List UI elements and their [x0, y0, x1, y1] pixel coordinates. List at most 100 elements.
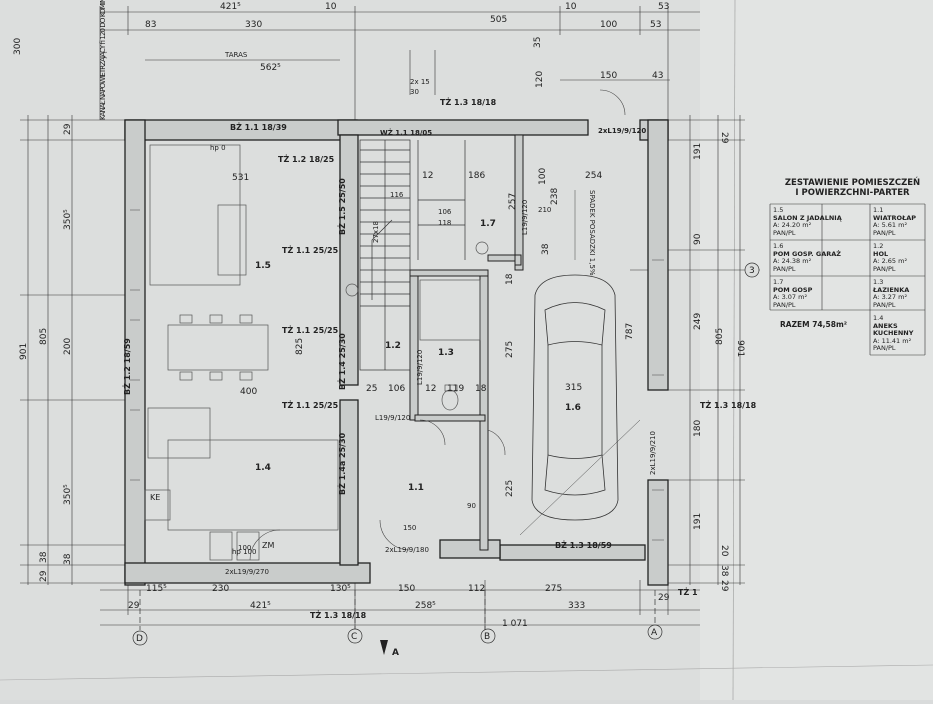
- right-dimension-values: 29 191 90 249 805 901 180 191 20 38 29: [693, 132, 745, 592]
- dim-119: 119: [447, 384, 464, 394]
- dim-254: 254: [585, 171, 602, 181]
- opening-h90: 90: [467, 502, 476, 510]
- dim-257: 257: [508, 193, 518, 210]
- garage-floor-slope: [519, 190, 641, 536]
- dim-118a: 116: [390, 191, 404, 199]
- axis-a-label: A: [651, 628, 658, 638]
- beam-tz11a: TŻ 1.1 25/25: [282, 245, 339, 255]
- schedule-cell-garaz: 1.6 POM GOSP. GARAŻ A: 24.38 m² PAN/PL: [773, 242, 841, 273]
- dim-left-805: 805: [39, 328, 49, 345]
- beam-labels: BŻ 1.1 18/39 BŻ 1.2 18/59 BŻ 1.3 18/59 B…: [122, 97, 757, 550]
- dim-120: 120: [535, 71, 545, 88]
- dim-right-20: 20: [719, 545, 729, 557]
- dim-150: 150: [600, 71, 617, 81]
- schedule-cell-aneks: 1.4 ANEKS KUCHENNY A: 11.41 m² PAN/PL: [873, 314, 933, 353]
- schedule-name: WIATROŁAP: [873, 213, 917, 222]
- tz1-label: TŻ 1: [678, 587, 698, 597]
- beam-bz13: BŻ 1.3 18/59: [555, 540, 612, 550]
- beam-tz13-top: TŻ 1.3 18/18: [440, 97, 497, 107]
- schedule-name: ANEKS KUCHENNY: [873, 321, 914, 337]
- dim-275-int: 275: [505, 341, 515, 358]
- axis-d-label: D: [136, 634, 143, 644]
- top-dimension-values: 421⁵ 10 505 10 53 83 330 100 53 TARAS 56…: [13, 2, 669, 96]
- dim-left-3505a: 350⁵: [63, 209, 73, 230]
- schedule-title-line1: ZESTAWIENIE POMIESZCZEŃ: [784, 178, 921, 188]
- note-spadek: SPADEK POSADZKI 1,5%: [588, 190, 596, 276]
- dim-bot-275: 275: [545, 584, 562, 594]
- dim-186: 186: [468, 171, 485, 181]
- dim-left-3505b: 350⁵: [63, 484, 73, 505]
- beam-tz13-right: TŻ 1.3 18/18: [700, 400, 757, 410]
- dim-18-int: 18: [505, 273, 515, 285]
- room-1-4: 1.4: [255, 463, 271, 473]
- dim-225: 225: [505, 480, 515, 497]
- note-ke: KE: [150, 493, 160, 502]
- schedule-title-line2: I POWIERZCHNI-PARTER: [795, 188, 910, 198]
- schedule-name: POM GOSP. GARAŻ: [773, 249, 841, 258]
- dim-bot-29b: 29: [658, 593, 670, 603]
- beam-bz14: BŻ 1.4 25/30: [337, 333, 347, 390]
- door-2xl-120: 2xL19/9/120: [598, 127, 646, 135]
- dim-bot-112: 112: [468, 584, 485, 594]
- schedule-cell-lazienka: 1.3 ŁAZIENKA A: 3.27 m² PAN/PL: [873, 278, 910, 309]
- dim-right-191a: 191: [693, 143, 703, 160]
- schedule-no: 1.3: [873, 278, 884, 286]
- dim-38-int: 38: [541, 243, 551, 255]
- dim-18b: 18: [475, 384, 487, 394]
- schedule-area: A: 2.65 m²: [873, 257, 908, 265]
- beam-tz12: TŻ 1.2 18/25: [278, 154, 335, 164]
- door-l19-120c: L19/9/120: [375, 414, 410, 422]
- schedule-floor: PAN/PL: [773, 264, 796, 273]
- axis-c-label: C: [351, 632, 357, 642]
- interior-walls: [409, 134, 524, 551]
- plan-notes: KANAŁ NAPOWIETRZAJĄCY fi 120 DO KOMINKA …: [99, 0, 596, 556]
- beam-wz11: WŻ 1.1 18/05: [380, 128, 432, 137]
- schedule-area: A: 3.27 m²: [873, 293, 908, 301]
- dim-right-191b: 191: [693, 513, 703, 530]
- schedule-cell-pom-gosp: 1.7 POM GOSP A: 3.07 m² PAN/PL: [773, 278, 812, 309]
- dim-bot-1305: 130⁵: [330, 584, 351, 594]
- dim-118b: 118: [438, 219, 451, 227]
- opening-h100: 100: [238, 544, 251, 552]
- dim-left-200: 200: [63, 338, 73, 355]
- dim-bot-230: 230: [212, 584, 229, 594]
- dim-right-901: 901: [735, 340, 745, 357]
- dim-left-38b: 38: [63, 553, 73, 565]
- dim-300: 300: [13, 38, 23, 55]
- dim-bot-4215: 421⁵: [250, 601, 271, 611]
- dim-238: 238: [550, 188, 560, 205]
- door-swings: [249, 89, 626, 561]
- furniture: [144, 144, 489, 561]
- schedule-total: RAZEM 74,58m²: [780, 320, 848, 329]
- note-hp0: hp 0: [210, 144, 226, 152]
- dim-2x15: 2x 15: [410, 78, 430, 86]
- schedule-floor: PAN/PL: [773, 300, 796, 309]
- dim-315: 315: [565, 383, 582, 393]
- taras-label: TARAS: [224, 51, 248, 59]
- staircase: [359, 139, 466, 371]
- room-schedule: ZESTAWIENIE POMIESZCZEŃ I POWIERZCHNI-PA…: [760, 170, 933, 370]
- grid-axes: [132, 262, 760, 646]
- dim-left-901: 901: [19, 343, 29, 360]
- dim-5625: 562⁵: [260, 63, 281, 73]
- dim-top-100: 100: [600, 20, 617, 30]
- schedule-name: ŁAZIENKA: [873, 285, 910, 294]
- top-dimension-lines: [99, 6, 700, 120]
- dim-bot-150: 150: [398, 584, 415, 594]
- left-dimension-values: 29 350⁵ 901 805 200 350⁵ 38 29 38: [19, 123, 73, 582]
- schedule-area: A: 3.07 m²: [773, 293, 808, 301]
- dim-825: 825: [295, 338, 305, 355]
- axis-3-label: 3: [749, 266, 755, 276]
- schedule-name: SALON Z JADALNIĄ: [773, 213, 842, 222]
- section-mark: A: [380, 640, 399, 658]
- dim-left-38: 38: [39, 551, 49, 563]
- beam-bz12: BŻ 1.2 18/59: [122, 338, 132, 395]
- schedule-cell-wiatrolap: 1.1 WIATROŁAP A: 5.61 m² PAN/PL: [873, 206, 917, 237]
- axis-b-label: B: [484, 632, 490, 642]
- schedule-area: A: 5.61 m²: [873, 221, 908, 229]
- dim-top-10a: 10: [325, 2, 337, 12]
- dim-bot-29a: 29: [128, 601, 140, 611]
- right-dimension-lines: [630, 115, 760, 585]
